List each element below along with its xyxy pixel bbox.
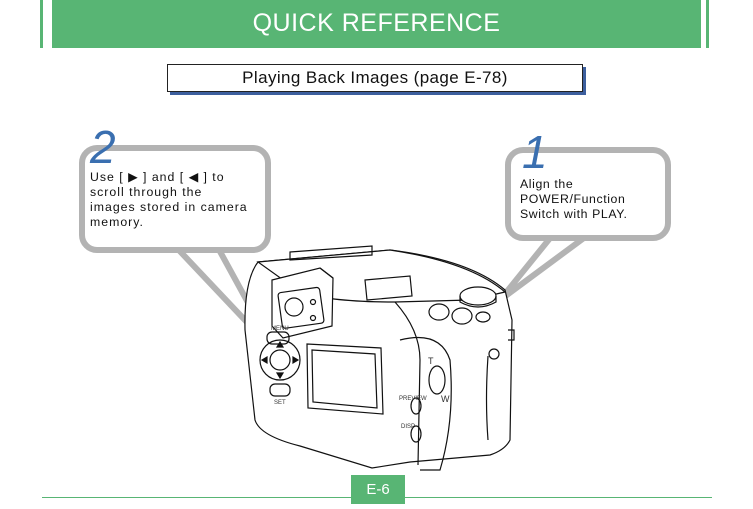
camera-label-disp: DISP [401, 424, 415, 430]
camera-label-set: SET [274, 400, 286, 406]
step-1-line: POWER/Function [520, 192, 626, 206]
page-header: QUICK REFERENCE [52, 0, 701, 48]
section-title: Playing Back Images (page E-78) [242, 68, 508, 87]
callout-step-2 [79, 145, 271, 253]
camera-label-wide: W [441, 394, 450, 404]
page-title: QUICK REFERENCE [252, 9, 501, 37]
callout-1-tail [497, 229, 595, 303]
step-1-number: 1 [522, 126, 548, 178]
camera-label-menu: MENU [271, 326, 289, 332]
step-2-instructions: Use [ ▶ ] and [ ◀ ] to scroll through th… [90, 170, 248, 230]
section-heading-box: Playing Back Images (page E-78) [167, 64, 583, 92]
step-1-line: Align the [520, 177, 574, 191]
step-2-number: 2 [90, 121, 116, 173]
step-2-line: images stored in camera [90, 200, 248, 214]
callout-step-1 [505, 147, 671, 241]
header-left-rule [40, 0, 43, 48]
step-2-line: memory. [90, 215, 144, 229]
camera-label-preview: PREVIEW [399, 396, 427, 402]
step-1-line: Switch with PLAY. [520, 207, 628, 221]
page-number-badge: E-6 [351, 475, 405, 504]
camera-label-tele: T [428, 356, 434, 366]
step-2-line: Use [ ▶ ] and [ ◀ ] to [90, 170, 225, 184]
step-2-line: scroll through the [90, 185, 203, 199]
step-1-instructions: Align the POWER/Function Switch with PLA… [520, 177, 627, 222]
page-number: E-6 [366, 481, 390, 498]
header-right-rule [706, 0, 709, 48]
